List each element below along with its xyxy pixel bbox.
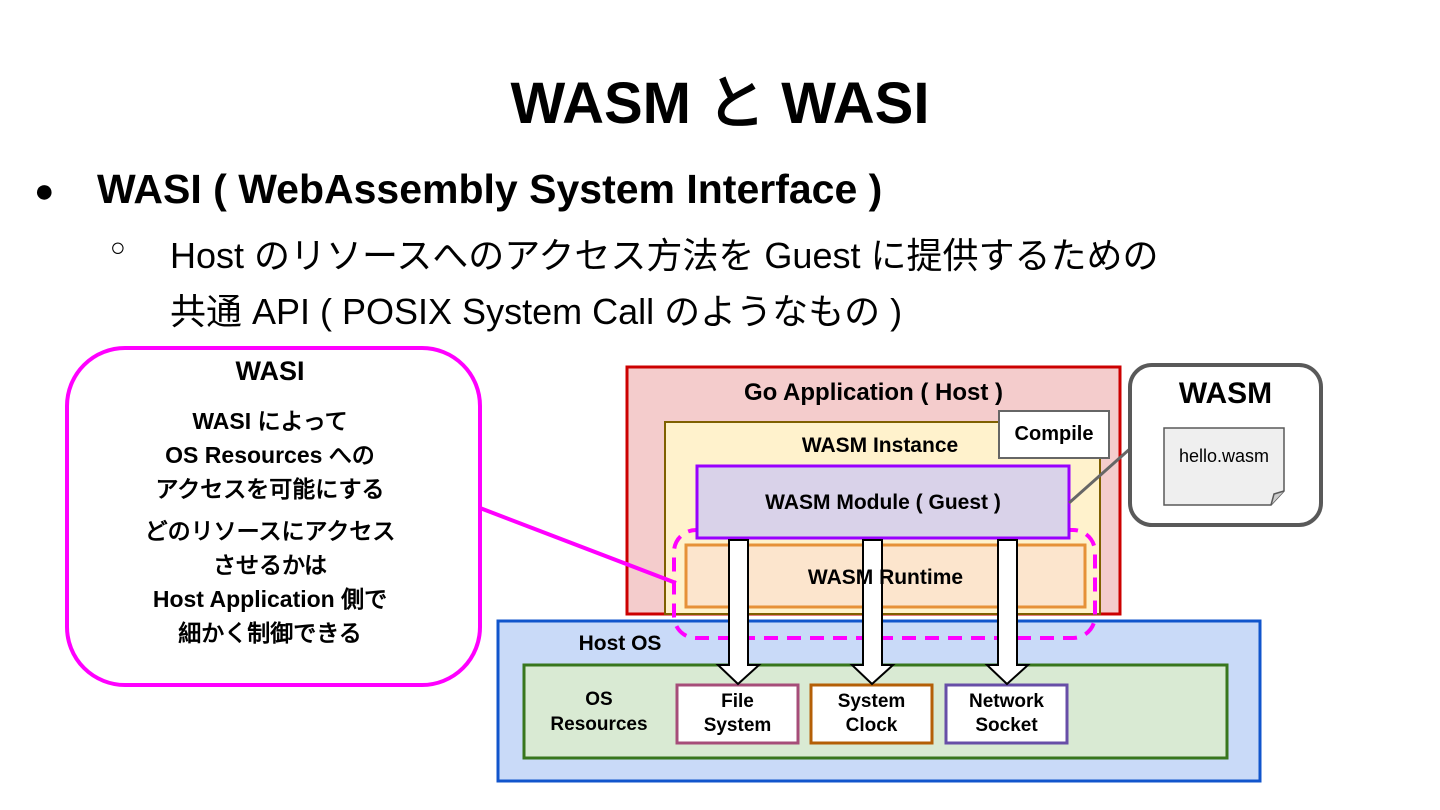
wasi-callout-title: WASI	[235, 356, 305, 386]
wasm-file-fold	[1270, 490, 1285, 506]
wasi-callout-para1-line3: アクセスを可能にする	[155, 476, 385, 502]
slide-title: WASM と WASI	[510, 71, 930, 136]
file-system-label-line1: File	[721, 691, 754, 712]
wasm-module-label: WASM Module ( Guest )	[765, 491, 1001, 514]
wasi-callout-para2-line2: させるかは	[212, 552, 328, 578]
wasm-module-box	[695, 464, 1071, 540]
host-os-label: Host OS	[578, 632, 662, 655]
wasi-callout-para1: WASI によって OS Resources への アクセスを可能にする	[70, 404, 470, 506]
os-resources-label-line2: Resources	[550, 714, 648, 735]
compile-label: Compile	[1014, 423, 1094, 445]
network-socket-box	[944, 683, 1069, 745]
go-application-label: Go Application ( Host )	[743, 379, 1004, 406]
sub-bullet-marker: ○	[110, 232, 126, 262]
wasi-callout-para2-line3: Host Application 側で	[152, 586, 388, 612]
sub-bullet-text: Host のリソースへのアクセス方法を Guest に提供するための 共通 AP…	[170, 228, 1158, 340]
wasi-callout-para2-line1: どのリソースにアクセス	[144, 518, 396, 544]
network-socket-label-line1: Network	[969, 691, 1044, 712]
bullet-wasi: WASI ( WebAssembly System Interface )	[97, 166, 883, 212]
wasm-runtime-box	[684, 543, 1087, 609]
sub-bullet-line2: 共通 API ( POSIX System Call のようなもの )	[170, 291, 903, 332]
bullet-marker: ●	[34, 172, 55, 210]
file-system-label: File System	[677, 690, 798, 738]
file-system-box	[675, 683, 800, 745]
wasm-box-title: WASM	[1178, 377, 1273, 410]
wasm-file-name: hello.wasm	[1178, 446, 1270, 466]
network-socket-label: Network Socket	[946, 690, 1067, 738]
system-clock-label-line2: Clock	[845, 715, 898, 736]
file-system-label-line2: System	[703, 715, 772, 736]
system-clock-label: System Clock	[811, 690, 932, 738]
compile-box	[998, 410, 1110, 459]
arrow-system-clock	[849, 539, 896, 686]
system-clock-label-line1: System	[837, 691, 906, 712]
sub-bullet-line1: Host のリソースへのアクセス方法を Guest に提供するための	[170, 235, 1159, 276]
wasi-callout-para2: どのリソースにアクセス させるかは Host Application 側で 細か…	[70, 514, 470, 650]
system-clock-box	[809, 683, 934, 745]
wasi-callout-pointer	[479, 506, 677, 585]
network-socket-label-line2: Socket	[975, 715, 1038, 736]
arrow-file-system	[715, 539, 762, 686]
wasi-callout-para1-line1: WASI によって	[192, 408, 348, 434]
wasm-instance-label: WASM Instance	[801, 434, 959, 457]
wasi-callout-box	[65, 346, 482, 687]
os-resources-label: OS Resources	[530, 687, 668, 737]
wasm-runtime-label: WASM Runtime	[807, 566, 964, 589]
arrow-network-socket	[984, 539, 1031, 686]
wasi-callout-para1-line2: OS Resources への	[165, 442, 375, 468]
wasi-callout-para2-line4: 細かく制御できる	[178, 620, 362, 646]
os-resources-label-line1: OS	[585, 689, 613, 710]
compile-connector	[1068, 445, 1133, 505]
